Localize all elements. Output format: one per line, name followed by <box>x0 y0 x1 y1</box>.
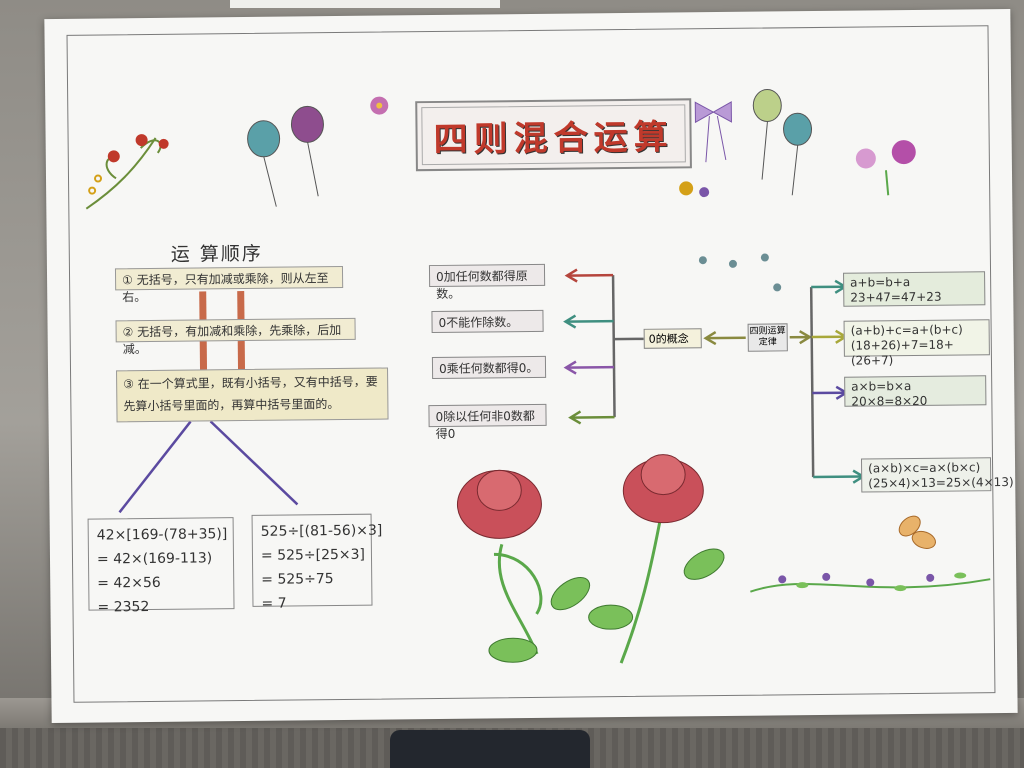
rose-icon <box>456 454 725 664</box>
order-heading: 运 算顺序 <box>170 242 263 266</box>
law-box-3: a×b=b×a 20×8=8×20 <box>844 375 987 409</box>
connector-line <box>209 420 299 506</box>
calc-line: 42×[169-(78+35)] <box>96 526 228 544</box>
zero-property-3: 0乘任何数都得0。 <box>431 355 547 380</box>
law-formula: (a×b)×c=a×(b×c) <box>868 460 981 476</box>
rule-3: ③ 在一个算式里，既有小括号，又有中括号，要先算小括号里面的，再算中括号里面的。 <box>116 367 389 423</box>
law-box-1: a+b=b+a 23+47=47+23 <box>843 271 986 307</box>
law-example: 23+47=47+23 <box>850 289 942 305</box>
poster-title: 四则混合运算 <box>433 116 674 160</box>
zero-property-arrows <box>563 268 644 425</box>
calc-line: = 525÷[25×3] <box>260 546 366 564</box>
flower-icon <box>370 96 916 198</box>
calc-line: = 42×56 <box>97 574 161 592</box>
rule-1: ① 无括号，只有加减或乘除，则从左至右。 <box>114 265 344 304</box>
law-formula: a+b=b+a <box>850 275 911 290</box>
balloon-icon <box>247 89 813 207</box>
calc-box-right: 525÷[(81-56)×3] = 525÷[25×3] = 525÷75 = … <box>251 513 383 612</box>
law-formula: a×b=b×a <box>851 379 912 394</box>
calc-line: 525÷[(81-56)×3] <box>260 522 383 540</box>
calc-line: = 2352 <box>97 599 150 616</box>
paper-edge <box>230 0 500 8</box>
calc-line: = 42×(169-113) <box>96 550 213 568</box>
calc-box-left: 42×[169-(78+35)] = 42×(169-113) = 42×56 … <box>87 517 235 616</box>
calc-line: = 525÷75 <box>261 571 334 588</box>
law-box-4: (a×b)×c=a×(b×c) (25×4)×13=25×(4×13) <box>860 457 1014 493</box>
butterfly-icon <box>898 515 936 549</box>
law-example: (25×4)×13=25×(4×13) <box>868 474 1014 491</box>
shoe <box>390 730 590 768</box>
zero-property-1: 0加任何数都得原数。 <box>428 263 546 301</box>
zero-property-4: 0除以任何非0数都得0 <box>428 403 547 441</box>
calc-line: = 7 <box>261 595 287 612</box>
swirl-flower-icon <box>85 134 169 210</box>
law-example: (18+26)+7=18+(26+7) <box>850 337 954 368</box>
bow-icon <box>694 101 732 163</box>
law-box-2: (a+b)+c=a+(b+c) (18+26)+7=18+(26+7) <box>843 319 990 368</box>
laws-label: 四则运算定律 <box>747 323 788 352</box>
law-formula: (a+b)+c=a+(b+c) <box>850 322 963 338</box>
double-arrow-icon <box>703 330 813 346</box>
connector-line <box>118 420 192 514</box>
law-example: 20×8=8×20 <box>851 393 928 409</box>
vine-icon <box>750 572 991 593</box>
poster-sheet: 四则混合运算 运 算顺序 ① 无括号，只有加减或乘除，则从左至右。 ② 无括号，… <box>44 8 1018 724</box>
zero-concept-label: 0的概念 <box>643 328 702 349</box>
zero-property-2: 0不能作除数。 <box>431 309 544 334</box>
music-notes-icon <box>698 253 782 292</box>
rule-2: ② 无括号，有加减和乘除，先乘除，后加减。 <box>115 317 356 356</box>
title-box: 四则混合运算 <box>415 98 692 172</box>
